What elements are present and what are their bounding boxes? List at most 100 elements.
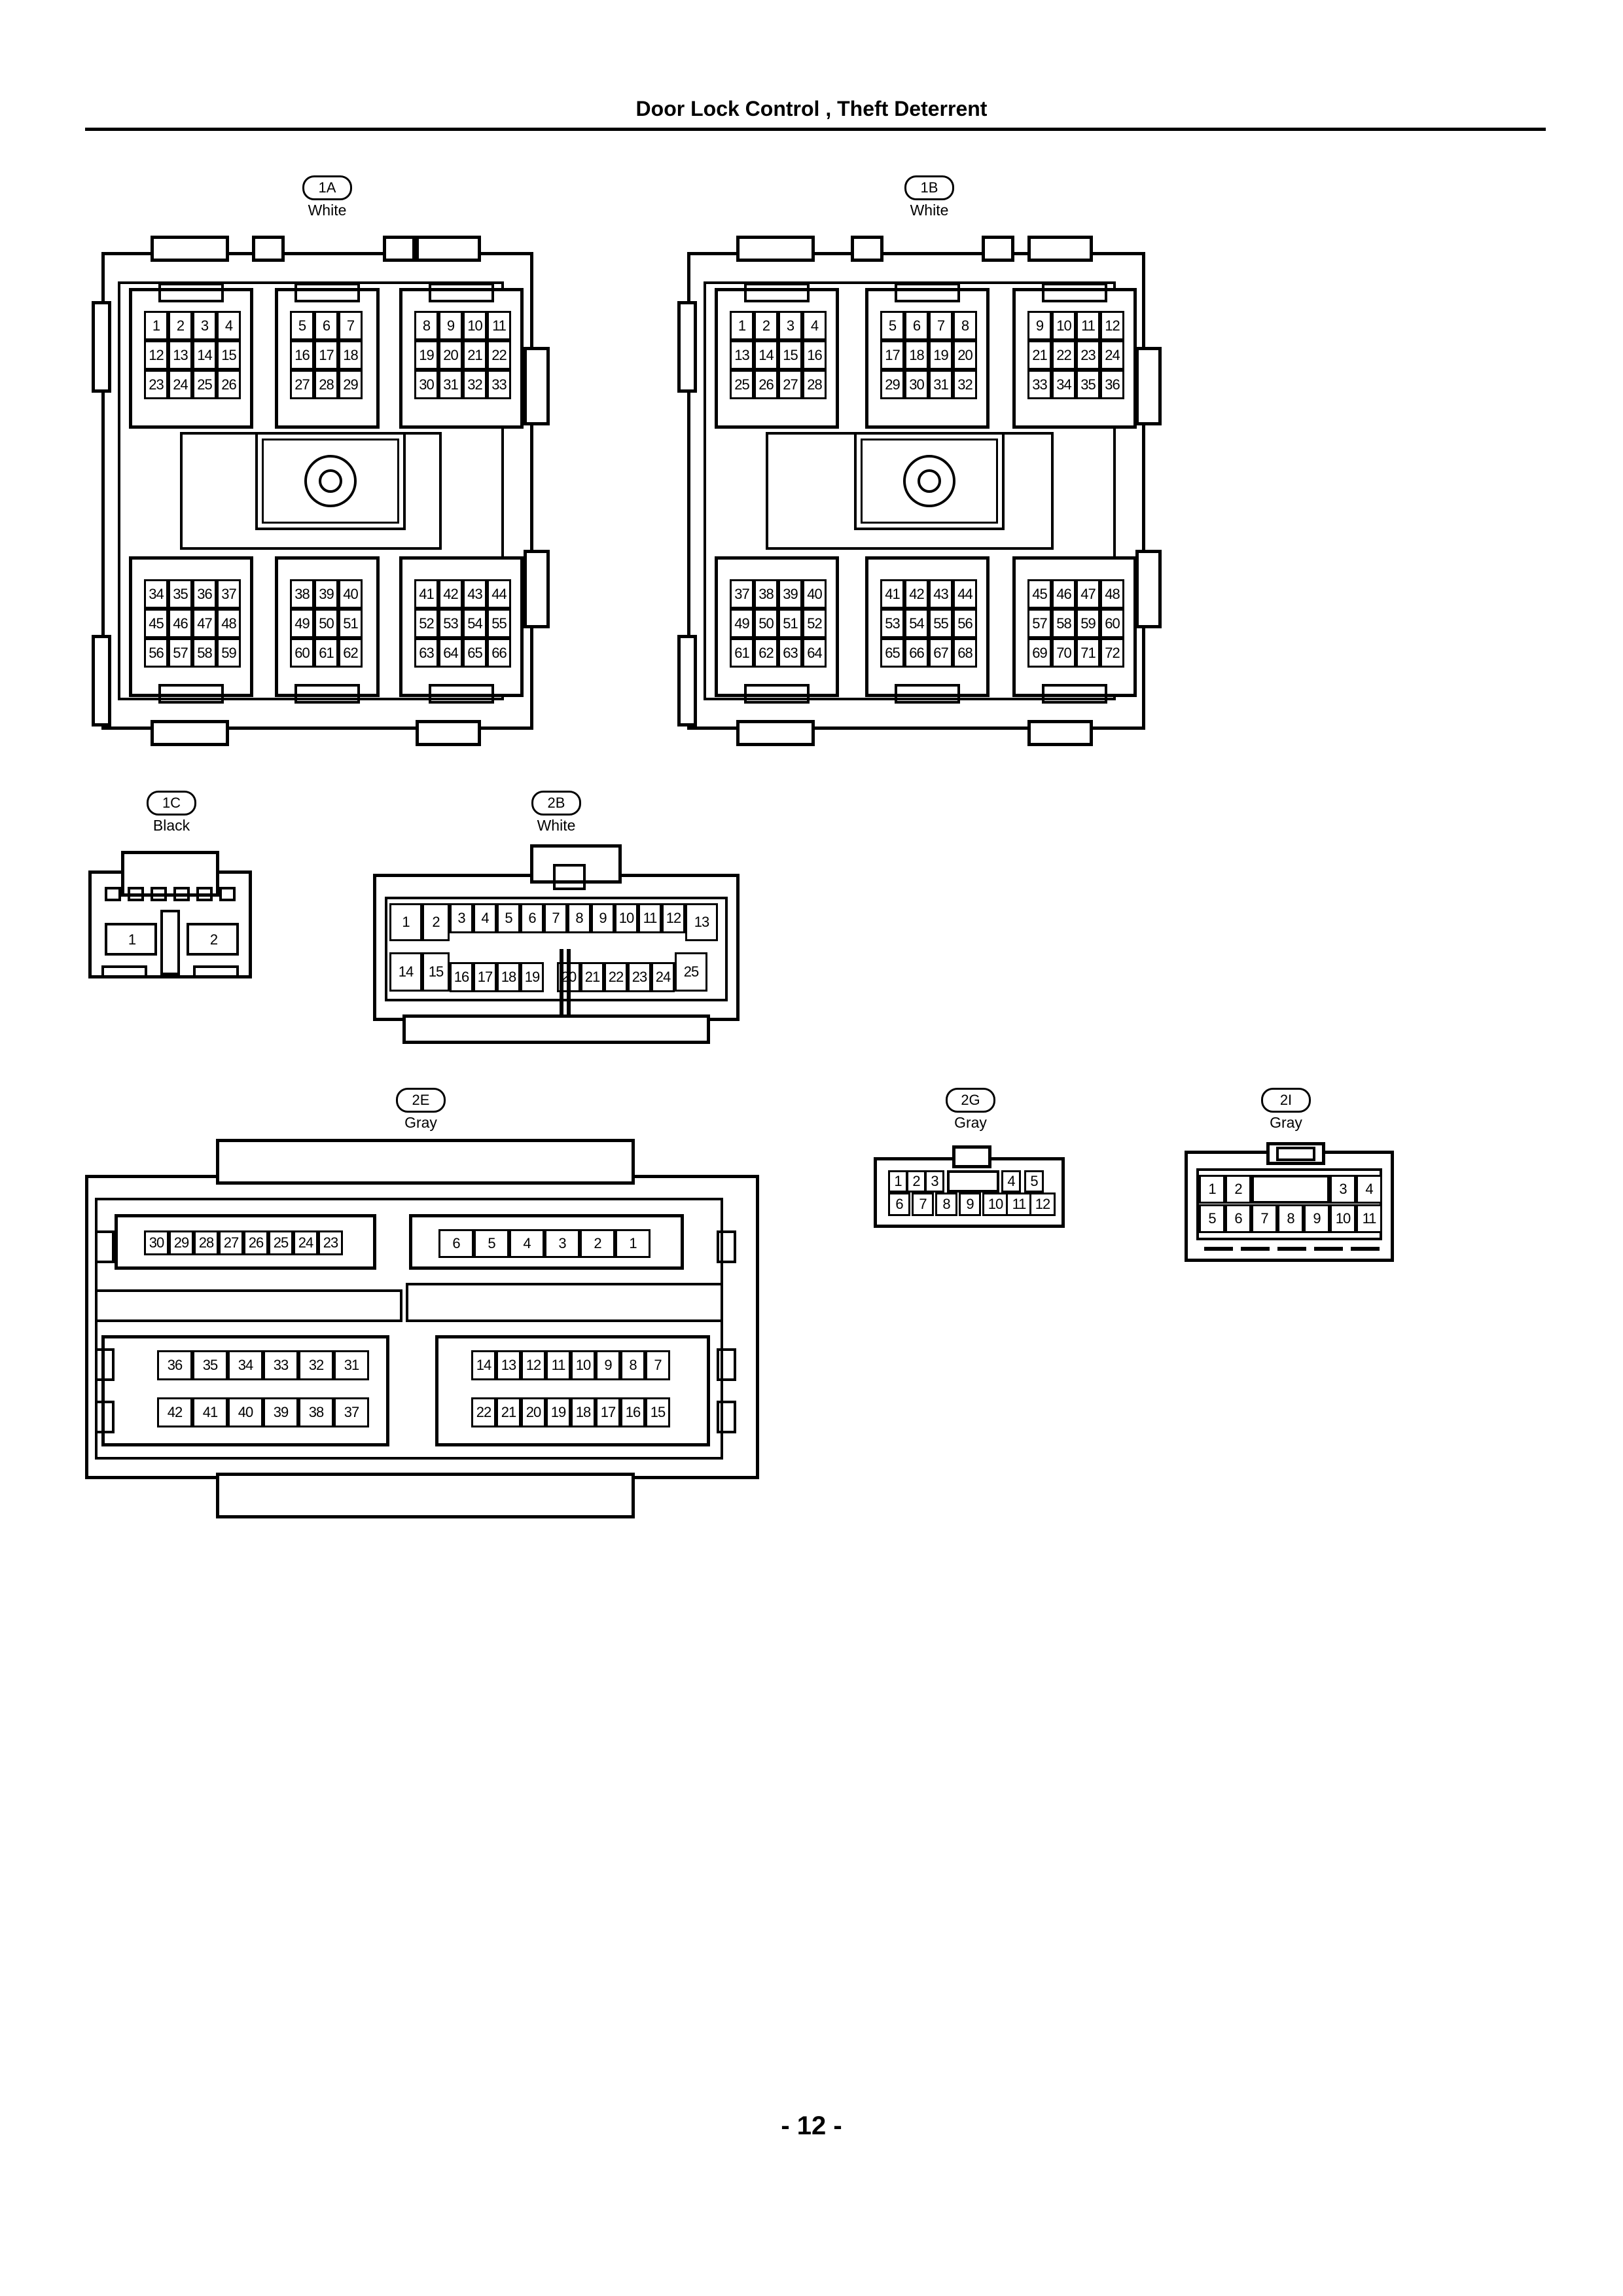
pin-cavity: 3 <box>450 903 473 933</box>
pin-cavity: 5 <box>290 311 314 340</box>
pin-cavity: 1 <box>1199 1175 1225 1204</box>
bottom-rib <box>1027 720 1093 746</box>
pin-cavity: 16 <box>620 1397 645 1427</box>
pin-cavity: 50 <box>754 609 778 638</box>
pin-cavity: 64 <box>802 638 827 668</box>
pin-cavity: 1 <box>114 929 150 950</box>
side-rib <box>717 1230 736 1263</box>
block-latch <box>158 684 224 704</box>
pin-cavity: 19 <box>520 962 544 992</box>
pin-cavity: 8 <box>1277 1204 1304 1233</box>
pin-cavity: 16 <box>290 340 314 370</box>
pin-cavity: 11 <box>1076 311 1100 340</box>
pin-cavity: 2 <box>580 1229 615 1258</box>
block-latch <box>895 283 960 302</box>
pin-cavity: 3 <box>925 1170 944 1193</box>
pin-cavity: 3 <box>192 311 217 340</box>
pin-cavity: 52 <box>802 609 827 638</box>
key-slot <box>219 887 236 901</box>
pin-cavity: 26 <box>243 1230 268 1255</box>
pin-cavity: 58 <box>192 638 217 668</box>
pin-cavity: 66 <box>904 638 929 668</box>
pin-cavity: 13 <box>730 340 754 370</box>
pin-cavity: 56 <box>144 638 168 668</box>
latch-tab <box>677 635 697 726</box>
pin-cavity: 20 <box>521 1397 546 1427</box>
pin-cavity: 18 <box>571 1397 596 1427</box>
pin-cavity: 19 <box>414 340 438 370</box>
block-latch <box>158 283 224 302</box>
pin-cavity: 1 <box>615 1229 651 1258</box>
pin-cavity: 12 <box>1029 1193 1056 1216</box>
pin-cavity: 45 <box>144 609 168 638</box>
pin-cavity: 2 <box>1225 1175 1251 1204</box>
pin-cavity: 28 <box>314 370 338 399</box>
pin-cavity: 48 <box>1100 579 1124 609</box>
gear-icon <box>903 455 955 507</box>
pin-cavity: 65 <box>880 638 904 668</box>
pin-cavity: 3 <box>544 1229 580 1258</box>
top-lock <box>952 1145 991 1168</box>
pin-cavity: 2 <box>906 1170 926 1193</box>
pin-cavity: 10 <box>463 311 487 340</box>
pin-cavity: 37 <box>730 579 754 609</box>
pin-cavity: 55 <box>929 609 953 638</box>
pin-cavity: 21 <box>580 962 604 992</box>
connector-code-2E: 2E <box>396 1088 446 1113</box>
pin-cavity: 24 <box>651 962 675 992</box>
pin-cavity: 6 <box>888 1193 910 1216</box>
pin-cavity: 5 <box>497 903 520 933</box>
pin-cavity: 4 <box>473 903 497 933</box>
pin-cavity: 27 <box>290 370 314 399</box>
pin-cavity: 31 <box>929 370 953 399</box>
pin-cavity: 20 <box>438 340 463 370</box>
pin-cavity: 35 <box>1076 370 1100 399</box>
connector-color-2E: Gray <box>404 1114 437 1131</box>
pin-cavity: 11 <box>487 311 511 340</box>
pin-cavity: 30 <box>144 1230 169 1255</box>
pin-cavity: 15 <box>645 1397 670 1427</box>
gear-center-icon <box>319 469 342 493</box>
pin-cavity: 71 <box>1076 638 1100 668</box>
divider-band <box>406 1283 723 1322</box>
page-number: - 12 - <box>781 2111 842 2140</box>
pin-cavity: 16 <box>450 962 473 992</box>
pin-cavity: 36 <box>1100 370 1124 399</box>
connector-code-1A: 1A <box>302 175 352 200</box>
pin-cavity: 9 <box>1027 311 1052 340</box>
key-slot <box>128 887 144 901</box>
pin-cavity: 4 <box>1356 1175 1382 1204</box>
pin-cavity: 7 <box>1251 1204 1277 1233</box>
pin-cavity-frame: 2 <box>187 923 239 956</box>
pin-cavity: 31 <box>334 1350 369 1380</box>
connector-tag-1C: 1C Black <box>119 791 224 834</box>
pin-cavity: 10 <box>615 903 638 933</box>
pin-cavity: 43 <box>463 579 487 609</box>
pin-cavity: 68 <box>953 638 977 668</box>
pin-cavity: 17 <box>473 962 497 992</box>
pin-cavity: 35 <box>192 1350 228 1380</box>
side-rib <box>95 1348 115 1381</box>
key-slot <box>151 887 167 901</box>
pin-cavity: 6 <box>438 1229 474 1258</box>
connector-color-2I: Gray <box>1270 1114 1302 1131</box>
pin-cavity: 29 <box>169 1230 194 1255</box>
pin-cavity: 27 <box>778 370 802 399</box>
pin-cavity: 39 <box>314 579 338 609</box>
pin-cavity: 27 <box>219 1230 243 1255</box>
pin-cavity: 1 <box>888 1170 908 1193</box>
pin-cavity: 52 <box>414 609 438 638</box>
foot-rib <box>1241 1247 1270 1251</box>
latch-tab <box>1135 550 1162 628</box>
pin-cavity: 14 <box>192 340 217 370</box>
side-rib <box>717 1401 736 1433</box>
